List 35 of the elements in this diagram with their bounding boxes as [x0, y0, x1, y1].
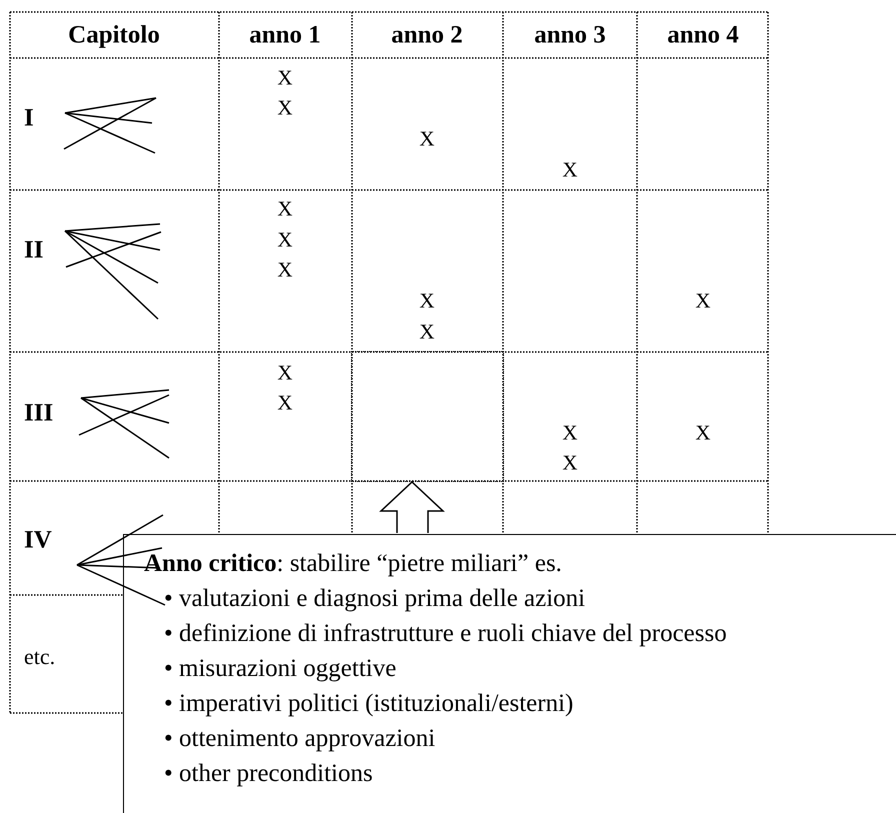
x-mark: X [277, 230, 293, 250]
x-mark: X [419, 128, 435, 150]
column-header: anno 4 [667, 22, 739, 48]
x-mark: X [695, 422, 711, 444]
bullet-item: • misurazioni oggettive [164, 656, 396, 681]
chapter-label: II [24, 238, 44, 262]
hollow-arrow [379, 480, 445, 534]
x-mark: X [277, 392, 293, 414]
column-header: anno 1 [249, 22, 321, 48]
x-mark: X [562, 452, 578, 474]
x-mark: X [277, 98, 293, 118]
x-mark: X [562, 422, 578, 444]
chapter-label: I [24, 106, 34, 130]
bullet-item: • imperativi politici (istituzionali/esterni) [164, 691, 574, 716]
x-mark: X [277, 68, 293, 88]
table-cell [351, 351, 504, 482]
column-header: Capitolo [68, 22, 160, 48]
bullet-item: • valutazioni e diagnosi prima delle azioni [164, 586, 586, 611]
x-mark: X [695, 290, 711, 312]
x-mark: X [419, 322, 435, 342]
column-header: anno 3 [534, 22, 606, 48]
bullet-item: • other preconditions [164, 761, 373, 786]
x-mark: X [562, 160, 578, 180]
row-label: etc. [24, 646, 56, 668]
x-mark: X [277, 362, 293, 384]
callout-box [123, 534, 896, 813]
callout-heading: Anno critico: stabilire “pietre miliari” es. [144, 551, 562, 576]
bullet-item: • definizione di infrastrutture e ruoli chiave del processo [164, 621, 727, 646]
chapter-label: IV [24, 528, 52, 552]
bullet-item: • ottenimento approvazioni [164, 726, 436, 751]
column-header: anno 2 [391, 22, 463, 48]
x-mark: X [277, 198, 293, 220]
x-mark: X [419, 290, 435, 312]
chapter-label: III [24, 400, 54, 426]
x-mark: X [277, 260, 293, 280]
